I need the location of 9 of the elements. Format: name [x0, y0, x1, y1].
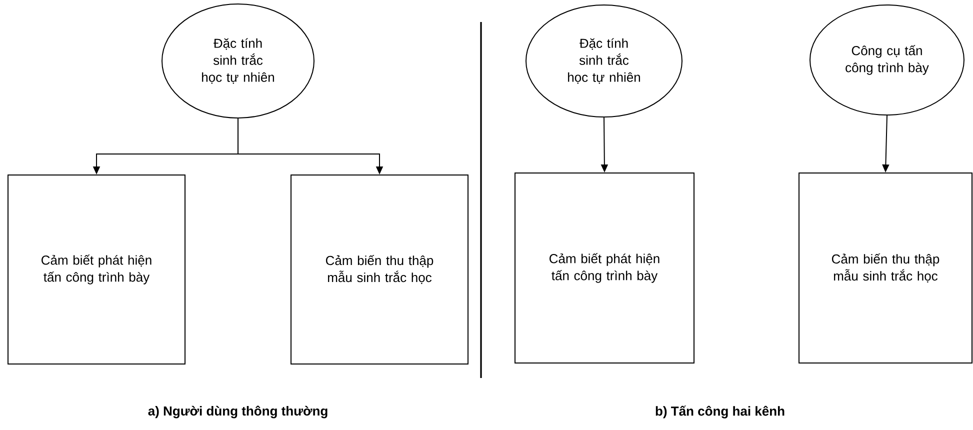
process-box: Cảm biến thu thập mẫu sinh trắc học [290, 174, 468, 364]
caption: b) Tấn công hai kênh [656, 406, 784, 418]
caption: a) Người dùng thông thường [148, 406, 328, 418]
ellipse-node: Đặc tính sinh trắc học tự nhiên [526, 4, 682, 118]
ellipse-node: Công cụ tấn công trình bày [810, 4, 964, 116]
process-box: Cảm biết phát hiện tấn công trình bày [8, 174, 186, 364]
process-box: Cảm biến thu thập mẫu sinh trắc học [798, 172, 972, 364]
process-box: Cảm biết phát hiện tấn công trình bày [514, 172, 694, 364]
ellipse-node: Đặc tính sinh trắc học tự nhiên [162, 4, 314, 118]
